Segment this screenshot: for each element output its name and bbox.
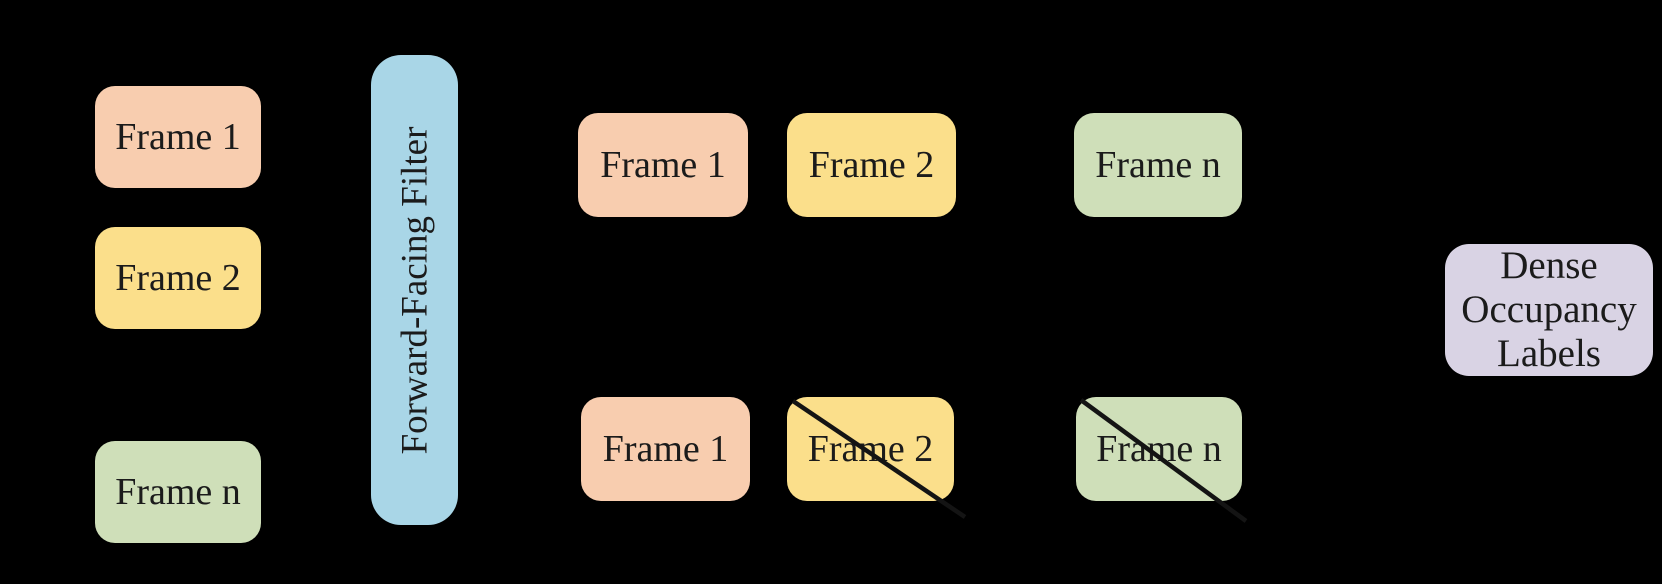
filtered-frame-1-label: Frame 1 [602, 428, 729, 470]
filtered-frame-2-box: Frame 2 [787, 397, 967, 519]
forward-facing-filter-box: Forward-Facing Filter [371, 55, 458, 525]
input-frame-n-label: Frame n [115, 471, 241, 513]
forward-facing-filter-label: Forward-Facing Filter [394, 126, 436, 454]
forward-pass-frame-2-box: Frame 2 [787, 113, 956, 217]
dense-occupancy-labels-line-2: Occupancy [1461, 288, 1637, 332]
forward-pass-frame-n-box: Frame n [1074, 113, 1242, 217]
input-frame-n-box: Frame n [95, 441, 261, 543]
forward-pass-frame-n-label: Frame n [1095, 144, 1221, 186]
input-frame-2-label: Frame 2 [115, 257, 241, 299]
forward-pass-frame-2-label: Frame 2 [808, 144, 935, 186]
filtered-frame-n-box: Frame n [1076, 397, 1248, 523]
dense-occupancy-labels-box: Dense Occupancy Labels [1445, 244, 1653, 376]
filtered-frame-1-box: Frame 1 [581, 397, 750, 501]
forward-pass-frame-1-box: Frame 1 [578, 113, 748, 217]
dense-occupancy-labels-line-3: Labels [1497, 331, 1601, 375]
input-frame-2-box: Frame 2 [95, 227, 261, 329]
input-frame-1-box: Frame 1 [95, 86, 261, 188]
input-frame-1-label: Frame 1 [115, 116, 241, 158]
forward-pass-frame-1-label: Frame 1 [600, 144, 726, 186]
filtered-frame-n-label: Frame n [1096, 428, 1222, 470]
filtered-frame-2-label: Frame 2 [807, 428, 934, 470]
dense-occupancy-labels-line-1: Dense [1500, 244, 1598, 288]
